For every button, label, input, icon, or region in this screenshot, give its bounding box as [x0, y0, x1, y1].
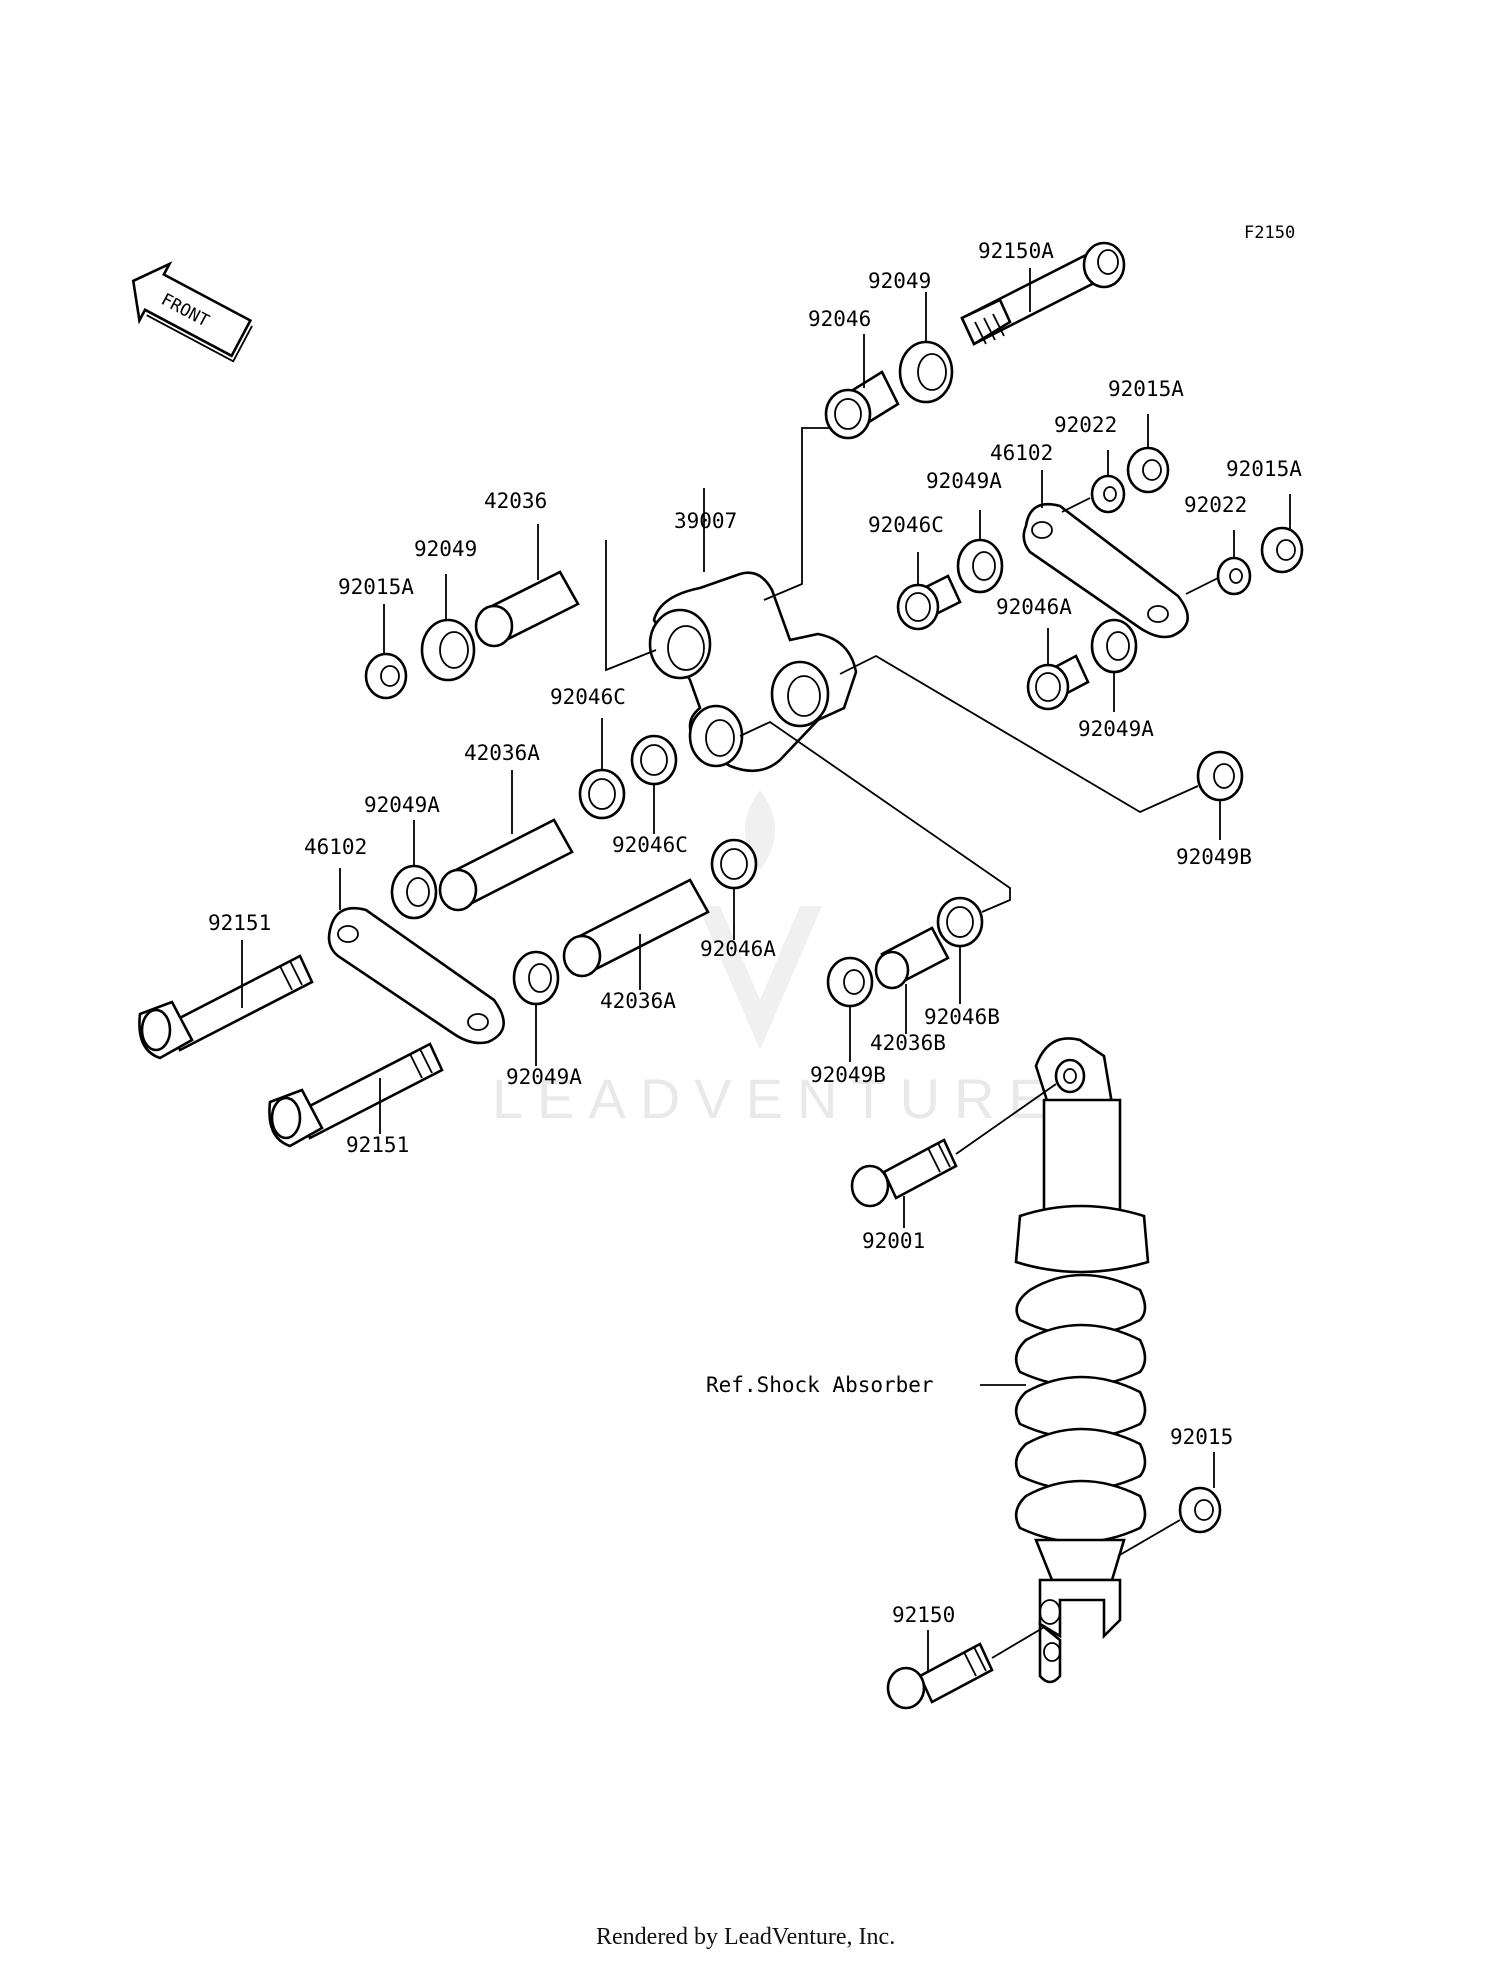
part-92022-washer-r1[interactable] [1090, 474, 1126, 514]
label-92046A-r[interactable]: 92046A [996, 595, 1072, 619]
part-92015A-nut-r2[interactable] [1260, 526, 1304, 574]
label-92001[interactable]: 92001 [862, 1229, 925, 1253]
label-92015[interactable]: 92015 [1170, 1425, 1233, 1449]
label-92151-l[interactable]: 92151 [346, 1133, 409, 1157]
part-42036B-collar[interactable] [874, 926, 950, 990]
part-92022-washer-r2[interactable] [1216, 556, 1252, 596]
part-92015A-nut-l[interactable] [364, 652, 408, 700]
part-92150A-bolt[interactable] [960, 241, 1126, 346]
label-92015A-l[interactable]: 92015A [338, 575, 414, 599]
label-92049B-r[interactable]: 92049B [1176, 845, 1252, 869]
part-92049A-washer-b[interactable] [512, 950, 560, 1006]
label-92150[interactable]: 92150 [892, 1603, 955, 1627]
label-92046A-m[interactable]: 92046A [700, 937, 776, 961]
part-92046C-bearing-m2[interactable] [630, 734, 678, 786]
label-92049A-l[interactable]: 92049A [364, 793, 440, 817]
label-92150A[interactable]: 92150A [978, 239, 1054, 263]
label-92015A-r2[interactable]: 92015A [1226, 457, 1302, 481]
part-92046C-bearing-r[interactable] [896, 574, 962, 631]
part-92015-nut[interactable] [1178, 1486, 1222, 1534]
part-42036A-collar-u[interactable] [438, 818, 574, 912]
label-92046B[interactable]: 92046B [924, 1005, 1000, 1029]
label-42036A-u[interactable]: 42036A [464, 741, 540, 765]
label-46102-l[interactable]: 46102 [304, 835, 367, 859]
label-ref-shock-absorber: Ref.Shock Absorber [706, 1373, 934, 1397]
part-92049-washer-top[interactable] [898, 340, 954, 404]
part-shock-absorber [1014, 1037, 1150, 1684]
part-39007-rocker-arm[interactable] [648, 571, 858, 773]
part-92001-bolt[interactable] [850, 1138, 958, 1208]
part-46102-link-plate-left[interactable] [327, 906, 505, 1045]
part-92046A-bearing-r[interactable] [1026, 654, 1090, 711]
part-92049B-washer-r[interactable] [1196, 750, 1244, 802]
part-92049B-washer-b[interactable] [826, 956, 874, 1008]
leader-lines [241, 268, 1291, 1672]
part-92046B-bearing[interactable] [936, 896, 984, 948]
part-42036A-collar-l[interactable] [562, 878, 710, 978]
footer-credit: Rendered by LeadVenture, Inc. [596, 1924, 895, 1950]
part-42036-collar[interactable] [474, 570, 580, 648]
label-92022-r2[interactable]: 92022 [1184, 493, 1247, 517]
part-92150-bolt[interactable] [886, 1642, 994, 1710]
shock-spring [1014, 1273, 1147, 1544]
part-92046-bearing-top[interactable] [824, 370, 900, 440]
label-42036B[interactable]: 42036B [870, 1031, 946, 1055]
part-92049A-washer-r1[interactable] [956, 538, 1004, 594]
label-39007[interactable]: 39007 [674, 509, 737, 533]
label-92022-r1[interactable]: 92022 [1054, 413, 1117, 437]
part-92151-bolt-u[interactable] [138, 954, 314, 1060]
part-92046C-bearing-m1[interactable] [578, 768, 626, 820]
label-92049A-r1[interactable]: 92049A [926, 469, 1002, 493]
label-92046C-r[interactable]: 92046C [868, 513, 944, 537]
label-92049B-b[interactable]: 92049B [810, 1063, 886, 1087]
part-labels: 92150A 92049 92046 92015A 92022 46102 92… [208, 239, 1302, 1627]
watermark-text: LEADVENTURE [492, 1067, 1060, 1130]
label-92015A-r1[interactable]: 92015A [1108, 377, 1184, 401]
label-46102-r[interactable]: 46102 [990, 441, 1053, 465]
part-92049-washer-l[interactable] [420, 618, 476, 682]
watermark: LEADVENTURE [492, 790, 1060, 1130]
part-92151-bolt-l[interactable] [268, 1042, 444, 1148]
part-92049A-washer-r2[interactable] [1090, 618, 1138, 674]
label-92049A-r2[interactable]: 92049A [1078, 717, 1154, 741]
label-92049A-b[interactable]: 92049A [506, 1065, 582, 1089]
label-92151-u[interactable]: 92151 [208, 911, 271, 935]
part-92015A-nut-r1[interactable] [1126, 446, 1170, 494]
front-arrow-icon: FRONT [131, 261, 253, 363]
label-92049-l[interactable]: 92049 [414, 537, 477, 561]
part-92049A-washer-l[interactable] [390, 864, 438, 920]
part-92046A-bearing-m[interactable] [710, 838, 758, 890]
label-42036[interactable]: 42036 [484, 489, 547, 513]
label-92046C-m1[interactable]: 92046C [550, 685, 626, 709]
label-92046C-m2[interactable]: 92046C [612, 833, 688, 857]
label-92049-top[interactable]: 92049 [868, 269, 931, 293]
part-46102-link-plate-right[interactable] [1022, 502, 1189, 639]
label-42036A-l[interactable]: 42036A [600, 989, 676, 1013]
label-92046-top[interactable]: 92046 [808, 307, 871, 331]
figure-code: F2150 [1244, 223, 1295, 243]
